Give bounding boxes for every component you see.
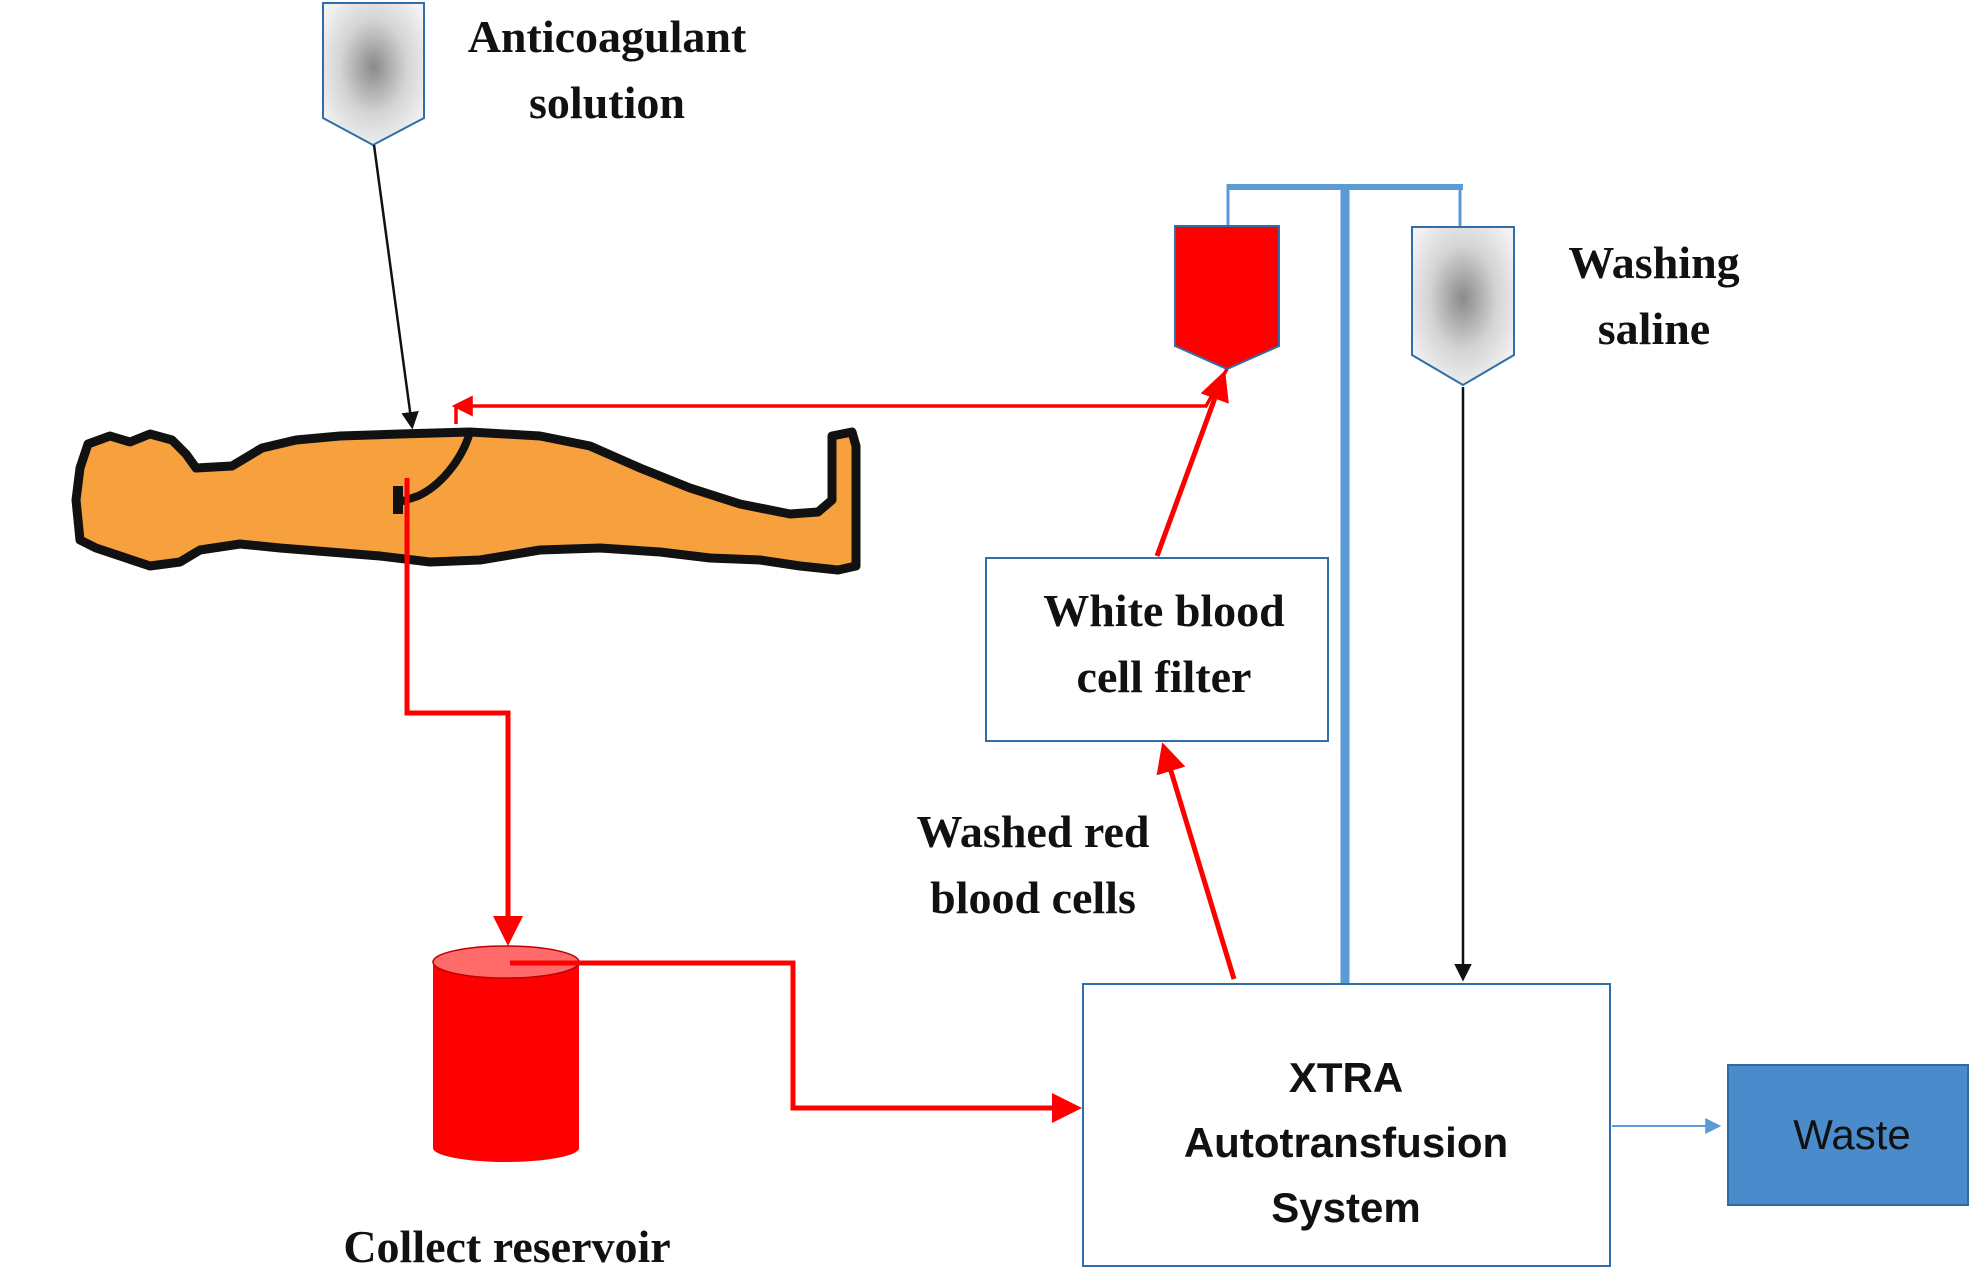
washing-label-line2: saline (1598, 303, 1710, 354)
collect-reservoir-icon (432, 945, 580, 1162)
filter-label-line1: White blood (1043, 585, 1285, 636)
anticoagulant-bag-icon (322, 2, 425, 147)
anticoagulant-label-line1: Anticoagulant (468, 11, 747, 62)
xtra-label-line1: XTRA (1289, 1054, 1403, 1101)
xtra-system-box (1082, 983, 1611, 1267)
iv-stand (1226, 184, 1463, 983)
washed-label-line1: Washed red (916, 806, 1149, 857)
reinfusion-line (451, 368, 1229, 417)
anticoagulant-label-line2: solution (529, 77, 685, 128)
filter-label-line2: cell filter (1077, 651, 1252, 702)
blood-collection-line (404, 478, 523, 946)
washed-cells-line (1156, 742, 1237, 980)
anticoagulant-line (372, 144, 419, 430)
patient-figure-icon (71, 427, 861, 575)
wbc-filter-box (985, 557, 1329, 742)
waste-label: Waste (1793, 1111, 1910, 1158)
reservoir-to-xtra-line (510, 960, 1082, 1123)
washing-saline-bag-icon (1411, 226, 1515, 387)
xtra-label-line2: Autotransfusion (1184, 1119, 1508, 1166)
reinfusion-bag-icon (1174, 225, 1280, 371)
filter-to-bag-line (1154, 370, 1229, 557)
reservoir-label: Collect reservoir (343, 1221, 670, 1270)
xtra-label-line3: System (1271, 1184, 1420, 1231)
washed-label-line2: blood cells (930, 872, 1136, 923)
washing-label-line1: Washing (1568, 237, 1739, 288)
waste-box (1727, 1064, 1969, 1206)
